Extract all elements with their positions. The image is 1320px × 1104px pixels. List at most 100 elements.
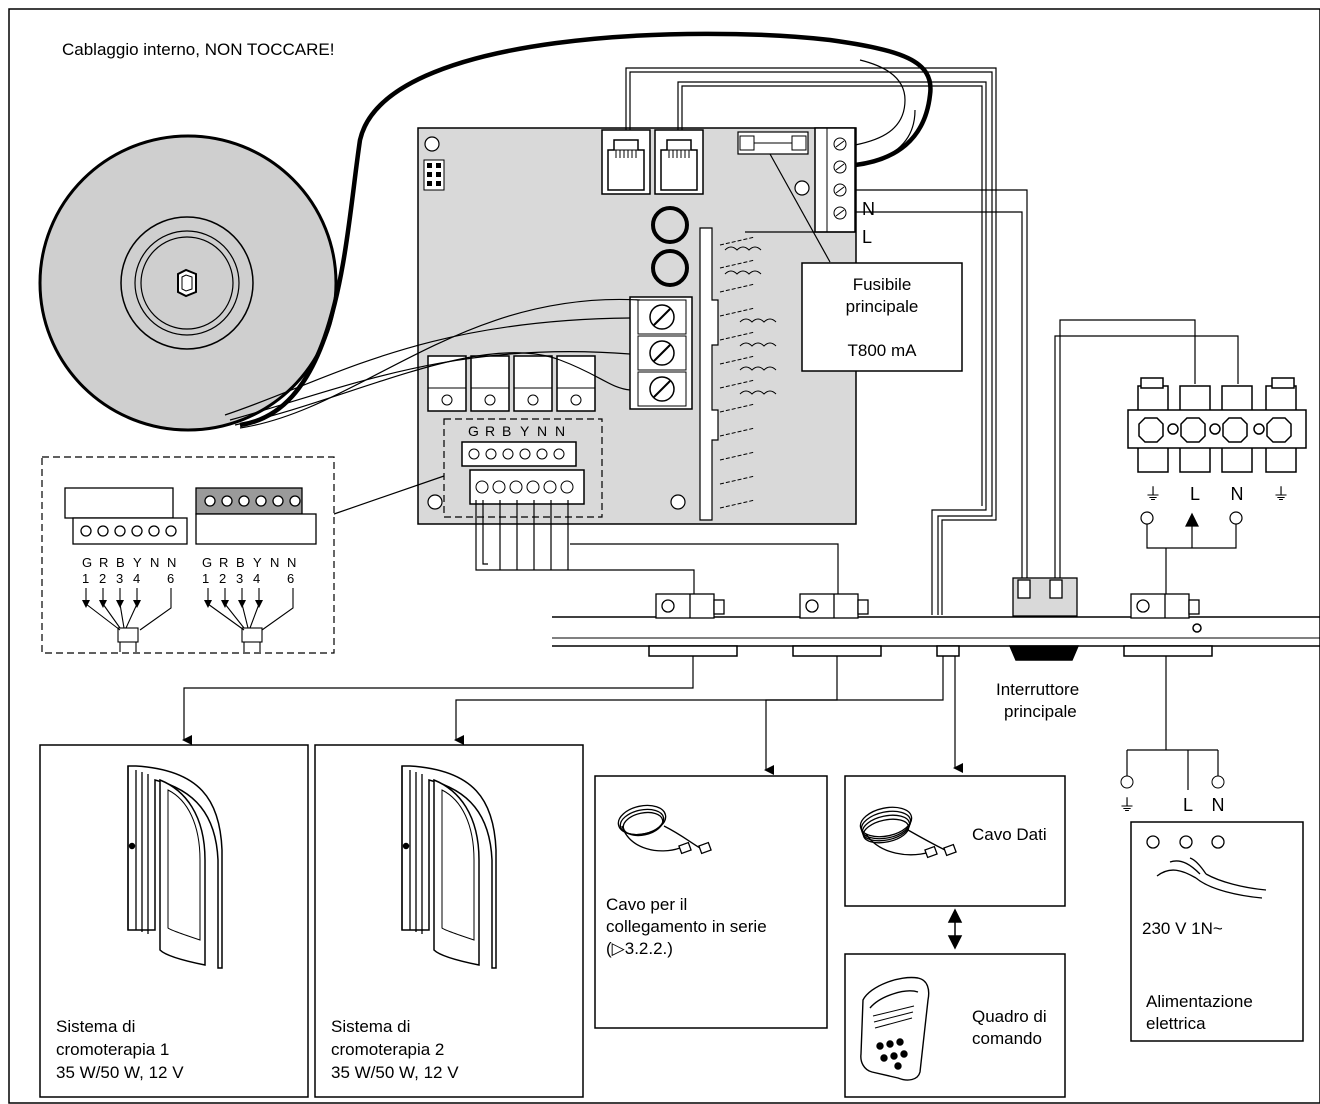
cable-clamps <box>655 577 1200 619</box>
inset-left-y: Y <box>133 555 142 570</box>
power-cable-icon <box>1146 835 1267 899</box>
main-switch-label-2: principale <box>1004 702 1077 721</box>
inset-left-connector <box>64 487 188 545</box>
ring-2 <box>651 249 689 287</box>
block-label-earth-1: ⏚ <box>1145 485 1162 504</box>
fuse <box>737 131 809 155</box>
supply-label-l: L <box>1183 795 1193 815</box>
transformer-cable <box>239 31 933 428</box>
serial-cable-line2: collegamento in serie <box>606 917 767 936</box>
serial-cable-box <box>594 775 828 1029</box>
supply-junction <box>1140 511 1243 596</box>
terminal-strip: G R B Y N N <box>461 423 585 505</box>
inset-left-g: G <box>82 555 92 570</box>
rj-socket-1 <box>601 129 651 195</box>
heatsink-fins <box>719 236 777 509</box>
inset-right-y: Y <box>253 555 262 570</box>
inset-right-2: 2 <box>219 571 226 586</box>
rj-socket-2 <box>654 129 704 195</box>
data-cable-label: Cavo Dati <box>972 825 1047 844</box>
inset-wires <box>85 588 294 652</box>
inset-right-connector <box>195 487 317 545</box>
light-1-line1: Sistema di <box>56 1017 135 1036</box>
fuse-label-line2: principale <box>846 297 919 316</box>
inset-left-r: R <box>99 555 108 570</box>
inset-left-4: 4 <box>133 571 140 586</box>
inset-box <box>41 456 335 654</box>
outer-frame <box>8 8 1320 1104</box>
inset-arrowheads <box>82 600 263 608</box>
fuse-label-line1: Fusibile <box>853 275 912 294</box>
fuse-callout <box>801 262 963 372</box>
inset-left-6: 6 <box>167 571 174 586</box>
control-panel-line2: comando <box>972 1029 1042 1048</box>
transformer-wires <box>224 298 641 429</box>
strip-letter-1: G <box>468 423 479 439</box>
ring-1 <box>651 206 689 244</box>
strip-letter-4: Y <box>520 423 530 439</box>
block-label-n: N <box>1231 484 1244 504</box>
strip-letter-6: N <box>555 423 565 439</box>
inset-right-n2: N <box>287 555 296 570</box>
data-cable-icon <box>859 806 957 859</box>
inset-left-b: B <box>116 555 125 570</box>
inset-right-4: 4 <box>253 571 260 586</box>
block-label-l: L <box>1190 484 1200 504</box>
heatsink <box>699 227 719 521</box>
control-panel-line1: Quadro di <box>972 1007 1047 1026</box>
inset-left-n2: N <box>167 555 176 570</box>
supply-label-n: N <box>1212 795 1225 815</box>
warning-label: Cablaggio interno, NON TOCCARE! <box>62 40 334 59</box>
board-n-label: N <box>862 199 875 219</box>
serial-cable-icon <box>617 804 712 855</box>
distribution-lines <box>182 656 1219 790</box>
inset-left-1: 1 <box>82 571 89 586</box>
power-voltage: 230 V 1N~ <box>1142 919 1223 938</box>
inset-right-r: R <box>219 555 228 570</box>
inset-right-6: 6 <box>287 571 294 586</box>
light-1-line2: cromoterapia 1 <box>56 1040 169 1059</box>
inset-right-n1: N <box>270 555 279 570</box>
light-fixture-1-icon <box>127 765 223 969</box>
strip-letter-2: R <box>485 423 495 439</box>
light-harness <box>475 500 839 594</box>
power-supply-box <box>1130 821 1304 1042</box>
circuit-board: G R B Y N N <box>417 127 857 525</box>
transformer <box>38 134 338 432</box>
strip-letter-3: B <box>502 423 511 439</box>
screw-terminal-block <box>629 296 693 410</box>
power-line2: elettrica <box>1146 1014 1206 1033</box>
power-terminal <box>814 127 856 233</box>
board-wiring <box>625 59 1239 615</box>
light-2-line3: 35 W/50 W, 12 V <box>331 1063 459 1082</box>
connector-block <box>1127 377 1307 473</box>
inset-right-1: 1 <box>202 571 209 586</box>
inset-left-n1: N <box>150 555 159 570</box>
bidirectional-arrow <box>947 908 963 950</box>
inset-right-3: 3 <box>236 571 243 586</box>
inset-left-3: 3 <box>116 571 123 586</box>
light-fixture-2-icon <box>401 765 497 969</box>
supply-terminal-earth <box>1120 775 1134 789</box>
inset-right-b: B <box>236 555 245 570</box>
strip-letter-5: N <box>537 423 547 439</box>
light-1-line3: 35 W/50 W, 12 V <box>56 1063 184 1082</box>
inset-left-2: 2 <box>99 571 106 586</box>
inset-leader <box>333 475 445 515</box>
light-2-line1: Sistema di <box>331 1017 410 1036</box>
supply-terminal-n <box>1211 775 1225 789</box>
mounting-rail <box>552 616 1320 661</box>
serial-cable-line1: Cavo per il <box>606 895 687 914</box>
serial-cable-line3: (▷3.2.2.) <box>606 939 673 958</box>
light-2-line2: cromoterapia 2 <box>331 1040 444 1059</box>
power-line1: Alimentazione <box>1146 992 1253 1011</box>
inset-right-g: G <box>202 555 212 570</box>
main-switch-label-1: Interruttore <box>996 680 1079 699</box>
relays <box>427 355 596 412</box>
control-panel-icon <box>860 976 930 1081</box>
board-l-label: L <box>862 227 872 247</box>
fuse-rating: T800 mA <box>848 341 918 360</box>
supply-label-earth: ⏚ <box>1119 796 1136 815</box>
block-label-earth-2: ⏚ <box>1273 485 1290 504</box>
